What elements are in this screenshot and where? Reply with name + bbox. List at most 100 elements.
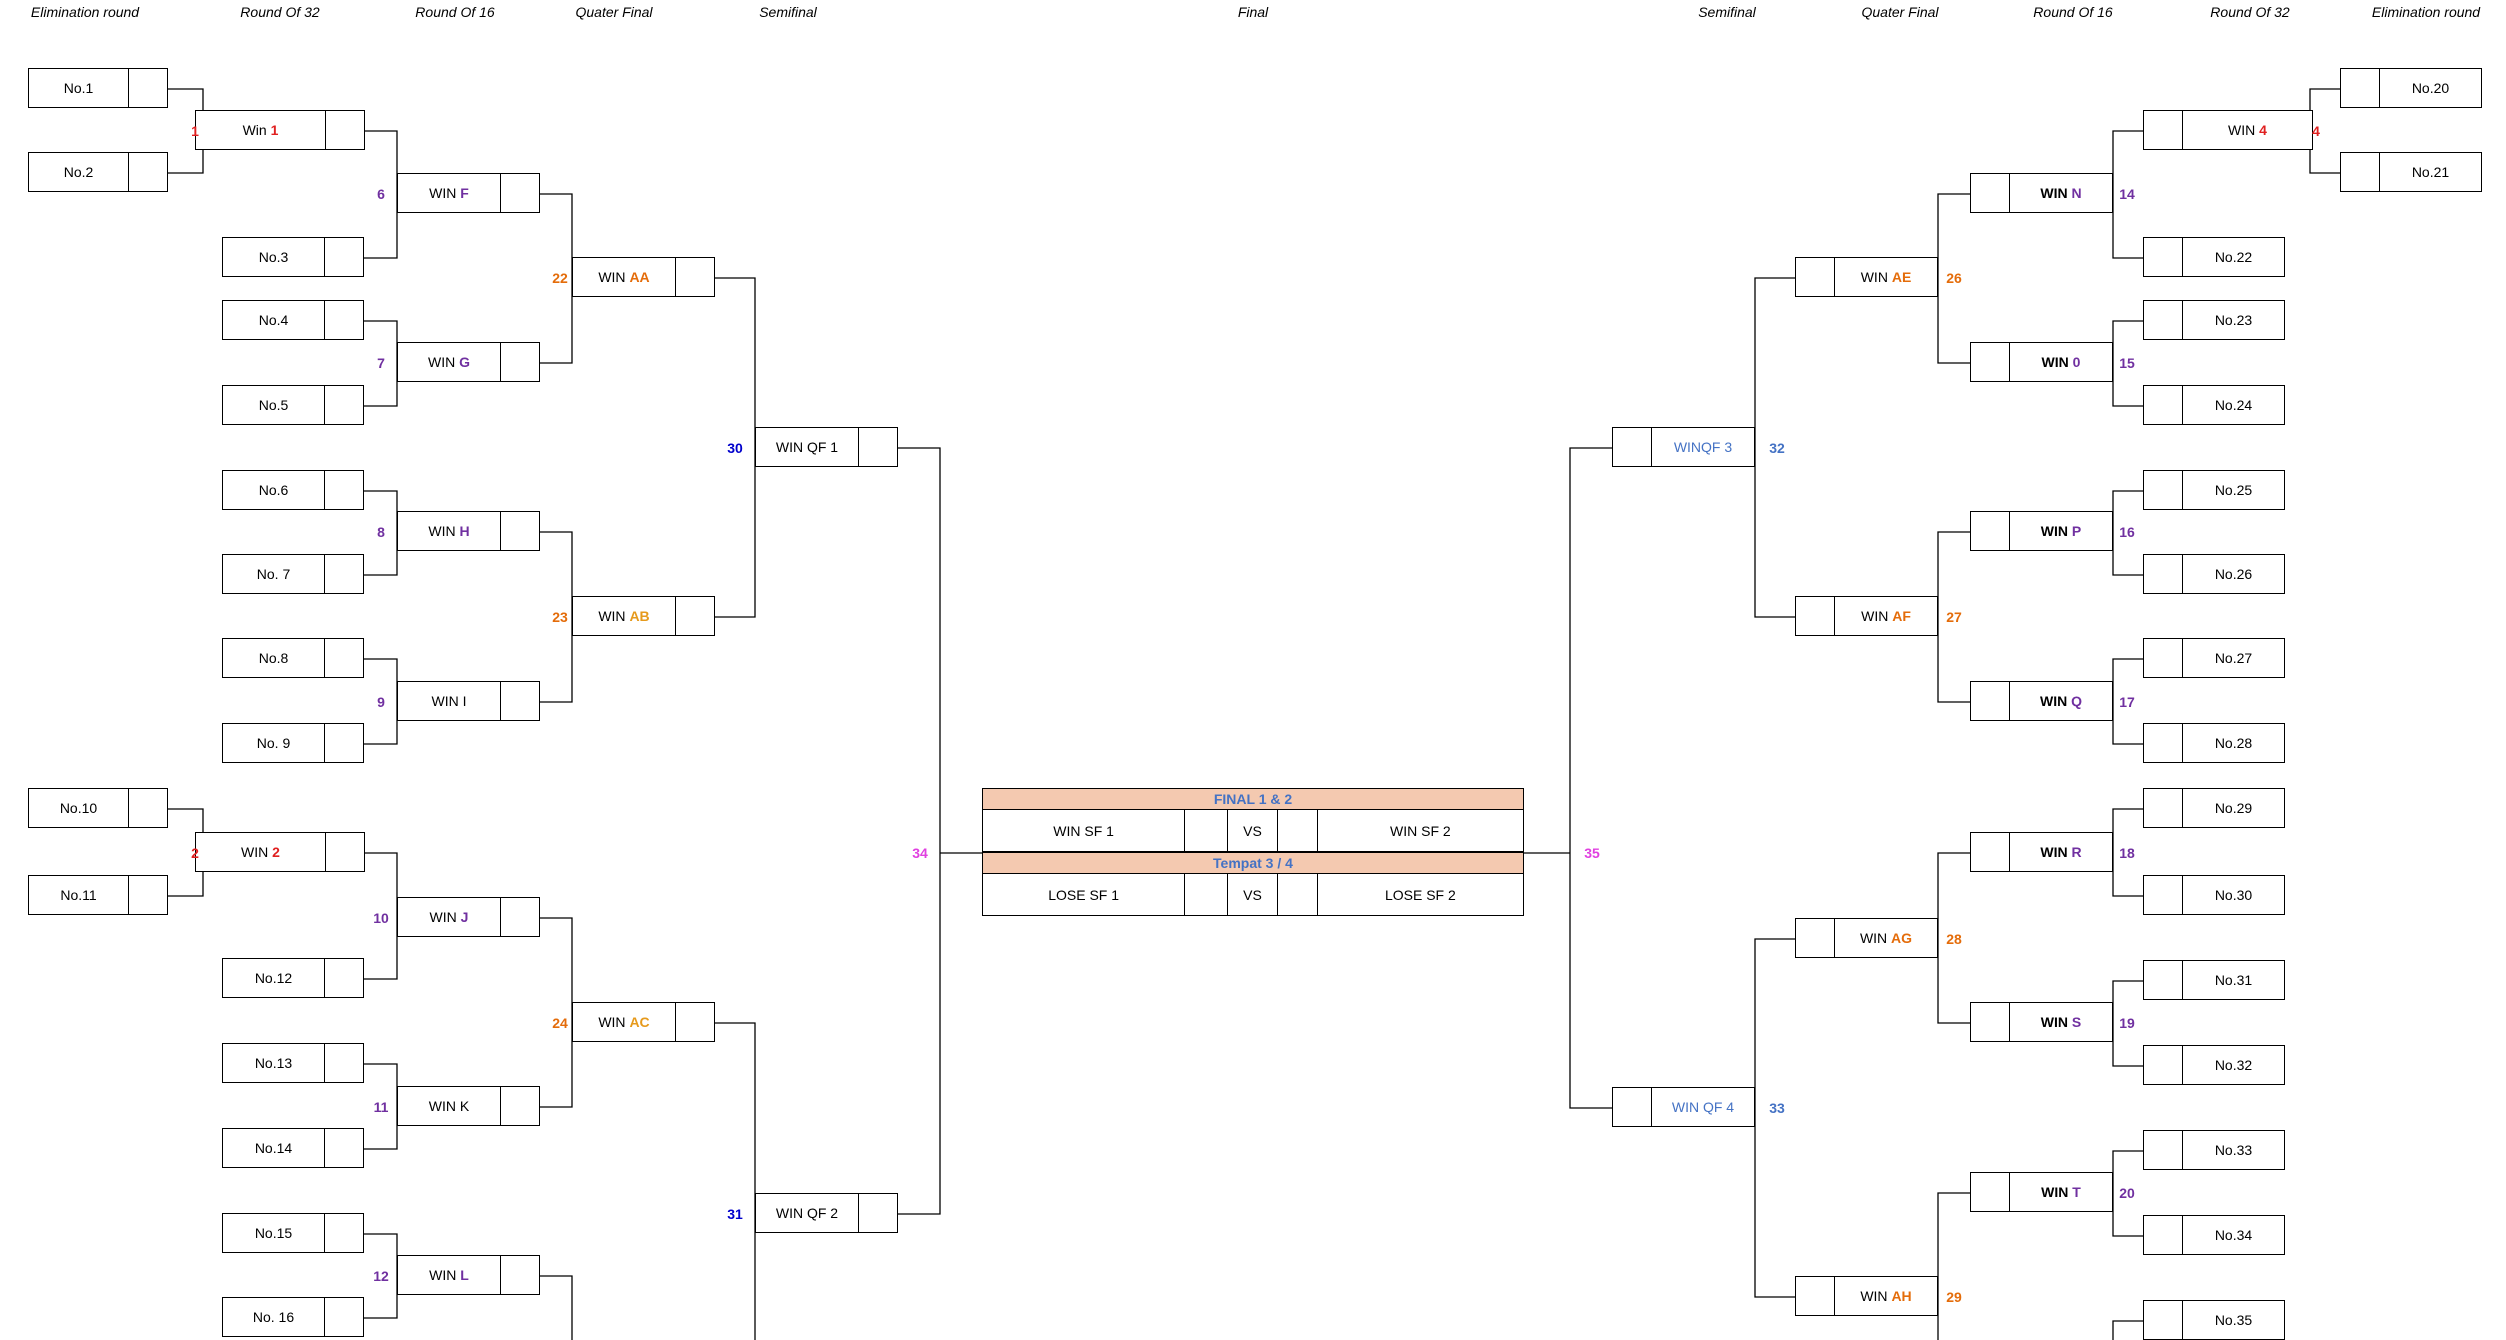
score-cell[interactable]	[129, 69, 169, 107]
score-cell[interactable]	[325, 301, 365, 339]
score-cell[interactable]	[1969, 833, 2009, 871]
score-cell[interactable]	[2142, 961, 2182, 999]
score-cell[interactable]	[325, 1298, 365, 1336]
slot-label-text: No.35	[2214, 1312, 2253, 1328]
score-cell[interactable]	[1969, 1173, 2009, 1211]
final-left-score[interactable]	[1185, 810, 1229, 851]
bracket-slot-b26: No.26	[2143, 554, 2285, 594]
score-cell[interactable]	[1969, 174, 2009, 212]
score-cell[interactable]	[859, 1194, 899, 1232]
score-cell[interactable]	[1969, 1003, 2009, 1041]
slot-label-text: No.29	[2214, 800, 2253, 816]
score-cell[interactable]	[2142, 1216, 2182, 1254]
score-cell[interactable]	[2142, 555, 2182, 593]
score-cell[interactable]	[1969, 512, 2009, 550]
slot-label-text: WIN	[428, 354, 460, 370]
score-cell[interactable]	[325, 1214, 365, 1252]
third-place-left-team: LOSE SF 1	[983, 874, 1186, 915]
slot-label-text: WIN	[1861, 608, 1893, 624]
score-cell[interactable]	[2339, 69, 2379, 107]
score-cell[interactable]	[2339, 153, 2379, 191]
slot-label-text: No.14	[254, 1140, 293, 1156]
score-cell[interactable]	[129, 789, 169, 827]
score-cell[interactable]	[1794, 258, 1834, 296]
score-cell[interactable]	[676, 597, 716, 635]
match-number-27: 27	[1946, 609, 1962, 625]
score-cell[interactable]	[501, 898, 541, 936]
score-cell[interactable]	[325, 555, 365, 593]
slot-label-code: S	[2071, 1014, 2082, 1030]
score-cell[interactable]	[2142, 386, 2182, 424]
bracket-slot-wQF4: WIN QF 4	[1612, 1087, 1755, 1127]
slot-label: No.25	[2182, 471, 2284, 509]
slot-label: No.28	[2182, 724, 2284, 762]
score-cell[interactable]	[1794, 597, 1834, 635]
slot-label: No.33	[2182, 1131, 2284, 1169]
match-number-8: 8	[377, 524, 385, 540]
score-cell[interactable]	[1969, 682, 2009, 720]
score-cell[interactable]	[676, 258, 716, 296]
score-cell[interactable]	[501, 682, 541, 720]
slot-label-text: No.23	[2214, 312, 2253, 328]
score-cell[interactable]	[326, 833, 366, 871]
score-cell[interactable]	[325, 386, 365, 424]
score-cell[interactable]	[2142, 301, 2182, 339]
score-cell[interactable]	[1611, 428, 1651, 466]
slot-label-text: No.10	[59, 800, 98, 816]
score-cell[interactable]	[501, 343, 541, 381]
score-cell[interactable]	[501, 512, 541, 550]
bracket-slot-b21: No.21	[2340, 152, 2482, 192]
score-cell[interactable]	[501, 1256, 541, 1294]
score-cell[interactable]	[676, 1003, 716, 1041]
bracket-slot-b32: No.32	[2143, 1045, 2285, 1085]
score-cell[interactable]	[859, 428, 899, 466]
score-cell[interactable]	[2142, 789, 2182, 827]
score-cell[interactable]	[501, 1087, 541, 1125]
score-cell[interactable]	[325, 238, 365, 276]
match-number-15: 15	[2119, 355, 2135, 371]
score-cell[interactable]	[325, 1044, 365, 1082]
score-cell[interactable]	[1611, 1088, 1651, 1126]
score-cell[interactable]	[325, 639, 365, 677]
score-cell[interactable]	[2142, 639, 2182, 677]
third-place-left-score[interactable]	[1185, 874, 1229, 915]
slot-label: No.31	[2182, 961, 2284, 999]
final-right-score[interactable]	[1278, 810, 1318, 851]
score-cell[interactable]	[129, 876, 169, 914]
slot-label: WIN H	[398, 512, 501, 550]
bracket-slot-wN: WIN N	[1970, 173, 2113, 213]
third-place-right-score[interactable]	[1278, 874, 1318, 915]
score-cell[interactable]	[325, 724, 365, 762]
header-right-quarter-final: Quater Final	[1861, 4, 1939, 20]
slot-label-text: WIN QF 1	[775, 439, 839, 455]
score-cell[interactable]	[2142, 724, 2182, 762]
slot-label-text: No.25	[2214, 482, 2253, 498]
score-cell[interactable]	[2142, 1046, 2182, 1084]
score-cell[interactable]	[2142, 1301, 2182, 1339]
score-cell[interactable]	[1794, 1277, 1834, 1315]
score-cell[interactable]	[2142, 111, 2182, 149]
third-place-band: Tempat 3 / 4	[982, 852, 1524, 874]
score-cell[interactable]	[2142, 876, 2182, 914]
score-cell[interactable]	[325, 1129, 365, 1167]
score-cell[interactable]	[501, 174, 541, 212]
slot-label-text: WIN QF 4	[1671, 1099, 1735, 1115]
slot-label: No.30	[2182, 876, 2284, 914]
match-number-34: 34	[912, 845, 928, 861]
bracket-slot-b11: No.11	[28, 875, 168, 915]
score-cell[interactable]	[2142, 238, 2182, 276]
slot-label-text: No.1	[63, 80, 94, 96]
score-cell[interactable]	[129, 153, 169, 191]
score-cell[interactable]	[1794, 919, 1834, 957]
score-cell[interactable]	[325, 471, 365, 509]
score-cell[interactable]	[2142, 471, 2182, 509]
match-number-10: 10	[373, 910, 389, 926]
slot-label: WIN G	[398, 343, 501, 381]
bracket-slot-b1: No.1	[28, 68, 168, 108]
bracket-slot-wAC: WIN AC	[572, 1002, 715, 1042]
score-cell[interactable]	[2142, 1131, 2182, 1169]
score-cell[interactable]	[1969, 343, 2009, 381]
score-cell[interactable]	[325, 959, 365, 997]
match-number-32: 32	[1769, 440, 1785, 456]
score-cell[interactable]	[326, 111, 366, 149]
